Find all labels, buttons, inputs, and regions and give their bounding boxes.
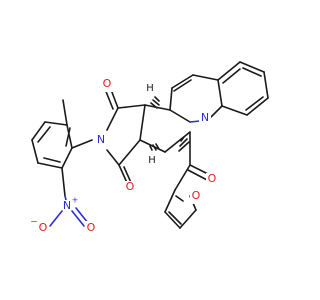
atom-n-imide: N	[97, 133, 105, 146]
succinimide-ring	[104, 86, 146, 188]
atom-o-imide-bottom: O	[126, 180, 135, 193]
pyrrolidine-ring	[139, 104, 191, 153]
atom-o-nitro-left: O	[39, 221, 48, 234]
atom-o-ketone: O	[208, 172, 217, 185]
stereo-bonds	[149, 96, 190, 152]
molecule-canvas: O O N N O O N + O − O H H	[30, 61, 269, 235]
furoyl-group	[164, 131, 211, 229]
atom-o-imide-top: O	[103, 77, 112, 90]
atom-n-quinoline: N	[201, 111, 209, 124]
charge-o-nitro-left: −	[30, 218, 38, 228]
atom-h-top: H	[146, 83, 154, 94]
atom-h-mid: H	[148, 155, 156, 166]
tolyl-ring	[31, 99, 93, 169]
atom-o-furan: O	[192, 189, 201, 202]
atom-n-nitro: N	[63, 199, 71, 212]
atom-labels: O O N N O O N + O − O H H	[30, 77, 218, 235]
chemical-structure: O O N N O O N + O − O H H	[30, 61, 269, 235]
benzo-ring	[217, 61, 269, 116]
charge-n-nitro: +	[72, 196, 79, 205]
atom-o-nitro-right: O	[87, 221, 96, 234]
dihydropyridine-ring	[169, 74, 223, 123]
